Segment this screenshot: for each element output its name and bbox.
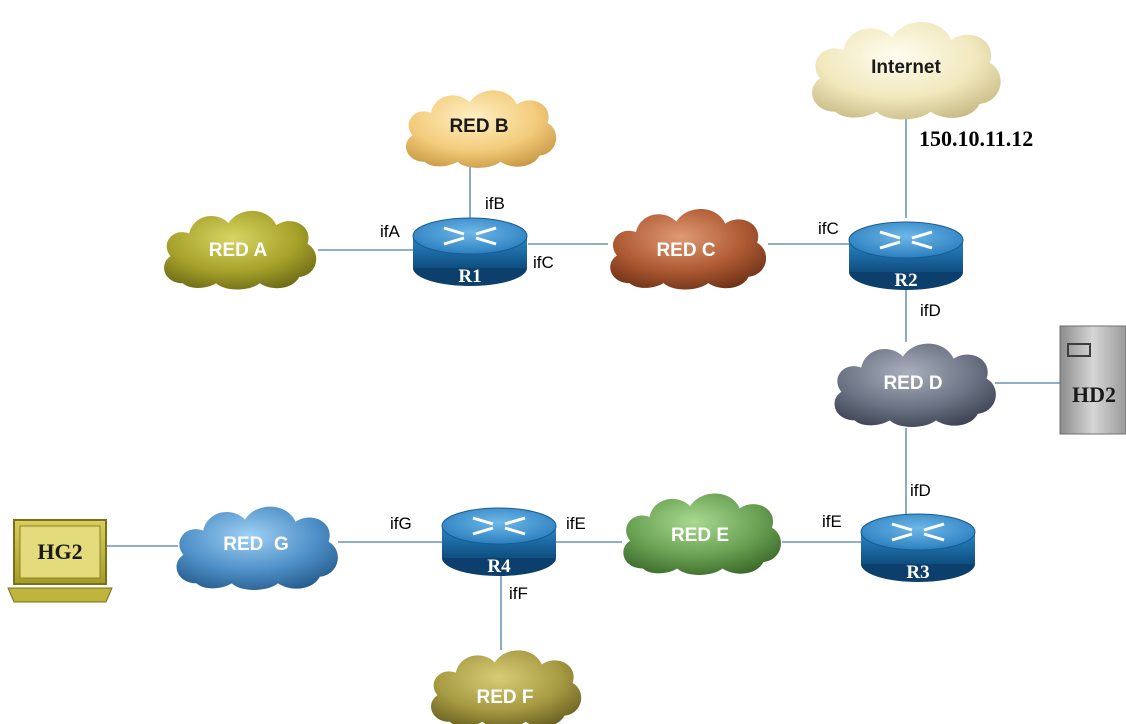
host-hg2: HG2 (7, 519, 113, 603)
router-arrows-icon (443, 226, 497, 246)
router-r2: R2 (848, 221, 964, 291)
router-r2-label: R2 (894, 270, 917, 291)
cloud-red-d: RED D (834, 343, 996, 427)
internet-ip-label: 150.10.11.12 (919, 126, 1033, 151)
host-hg2-label: HG2 (37, 539, 82, 564)
if-label-r3-ifd: ifD (910, 481, 931, 500)
if-label-r2-ifd: ifD (920, 301, 941, 320)
cloud-red-f-label: RED F (477, 687, 534, 708)
cloud-red-c: RED C (610, 209, 767, 290)
cloud-red-b: RED B (406, 90, 557, 168)
router-r3: R3 (860, 513, 976, 583)
router-arrows-icon (472, 516, 526, 536)
cloud-red-d-label: RED D (883, 373, 942, 394)
cloud-red-g-label: RED G (223, 534, 288, 555)
if-label-r3-ife: ifE (822, 512, 842, 531)
if-label-r4-ifg: ifG (390, 514, 412, 533)
cloud-red-f: RED F (431, 650, 582, 724)
cloud-red-e-label: RED E (671, 525, 729, 546)
if-label-r4-ife: ifE (566, 514, 586, 533)
router-r1-label: R1 (458, 266, 481, 287)
if-label-r2-ifc: ifC (818, 219, 839, 238)
host-hd2-label: HD2 (1072, 382, 1116, 407)
router-arrows-icon (891, 522, 945, 542)
cloud-internet: Internet (812, 22, 1001, 120)
cloud-red-e: RED E (623, 493, 781, 575)
if-label-r1-ifa: ifA (380, 222, 401, 241)
if-label-r4-iff: ifF (509, 584, 528, 603)
router-r4-label: R4 (487, 556, 511, 577)
router-r1: R1 (412, 217, 528, 287)
host-hd2: HD2 (1059, 325, 1126, 435)
cloud-red-c-label: RED C (656, 240, 715, 261)
router-arrows-icon (879, 230, 933, 250)
cloud-internet-label: Internet (871, 57, 941, 78)
cloud-red-g: RED G (176, 506, 338, 590)
server-icon (1059, 325, 1126, 435)
links (106, 118, 1065, 650)
router-r3-label: R3 (906, 562, 929, 583)
cloud-red-b-label: RED B (449, 116, 508, 137)
cloud-red-a-label: RED A (209, 240, 268, 261)
if-label-r1-ifb: ifB (485, 194, 505, 213)
cloud-red-a: RED A (164, 210, 317, 290)
router-r4: R4 (441, 507, 557, 577)
if-label-r1-ifc: ifC (533, 253, 554, 272)
